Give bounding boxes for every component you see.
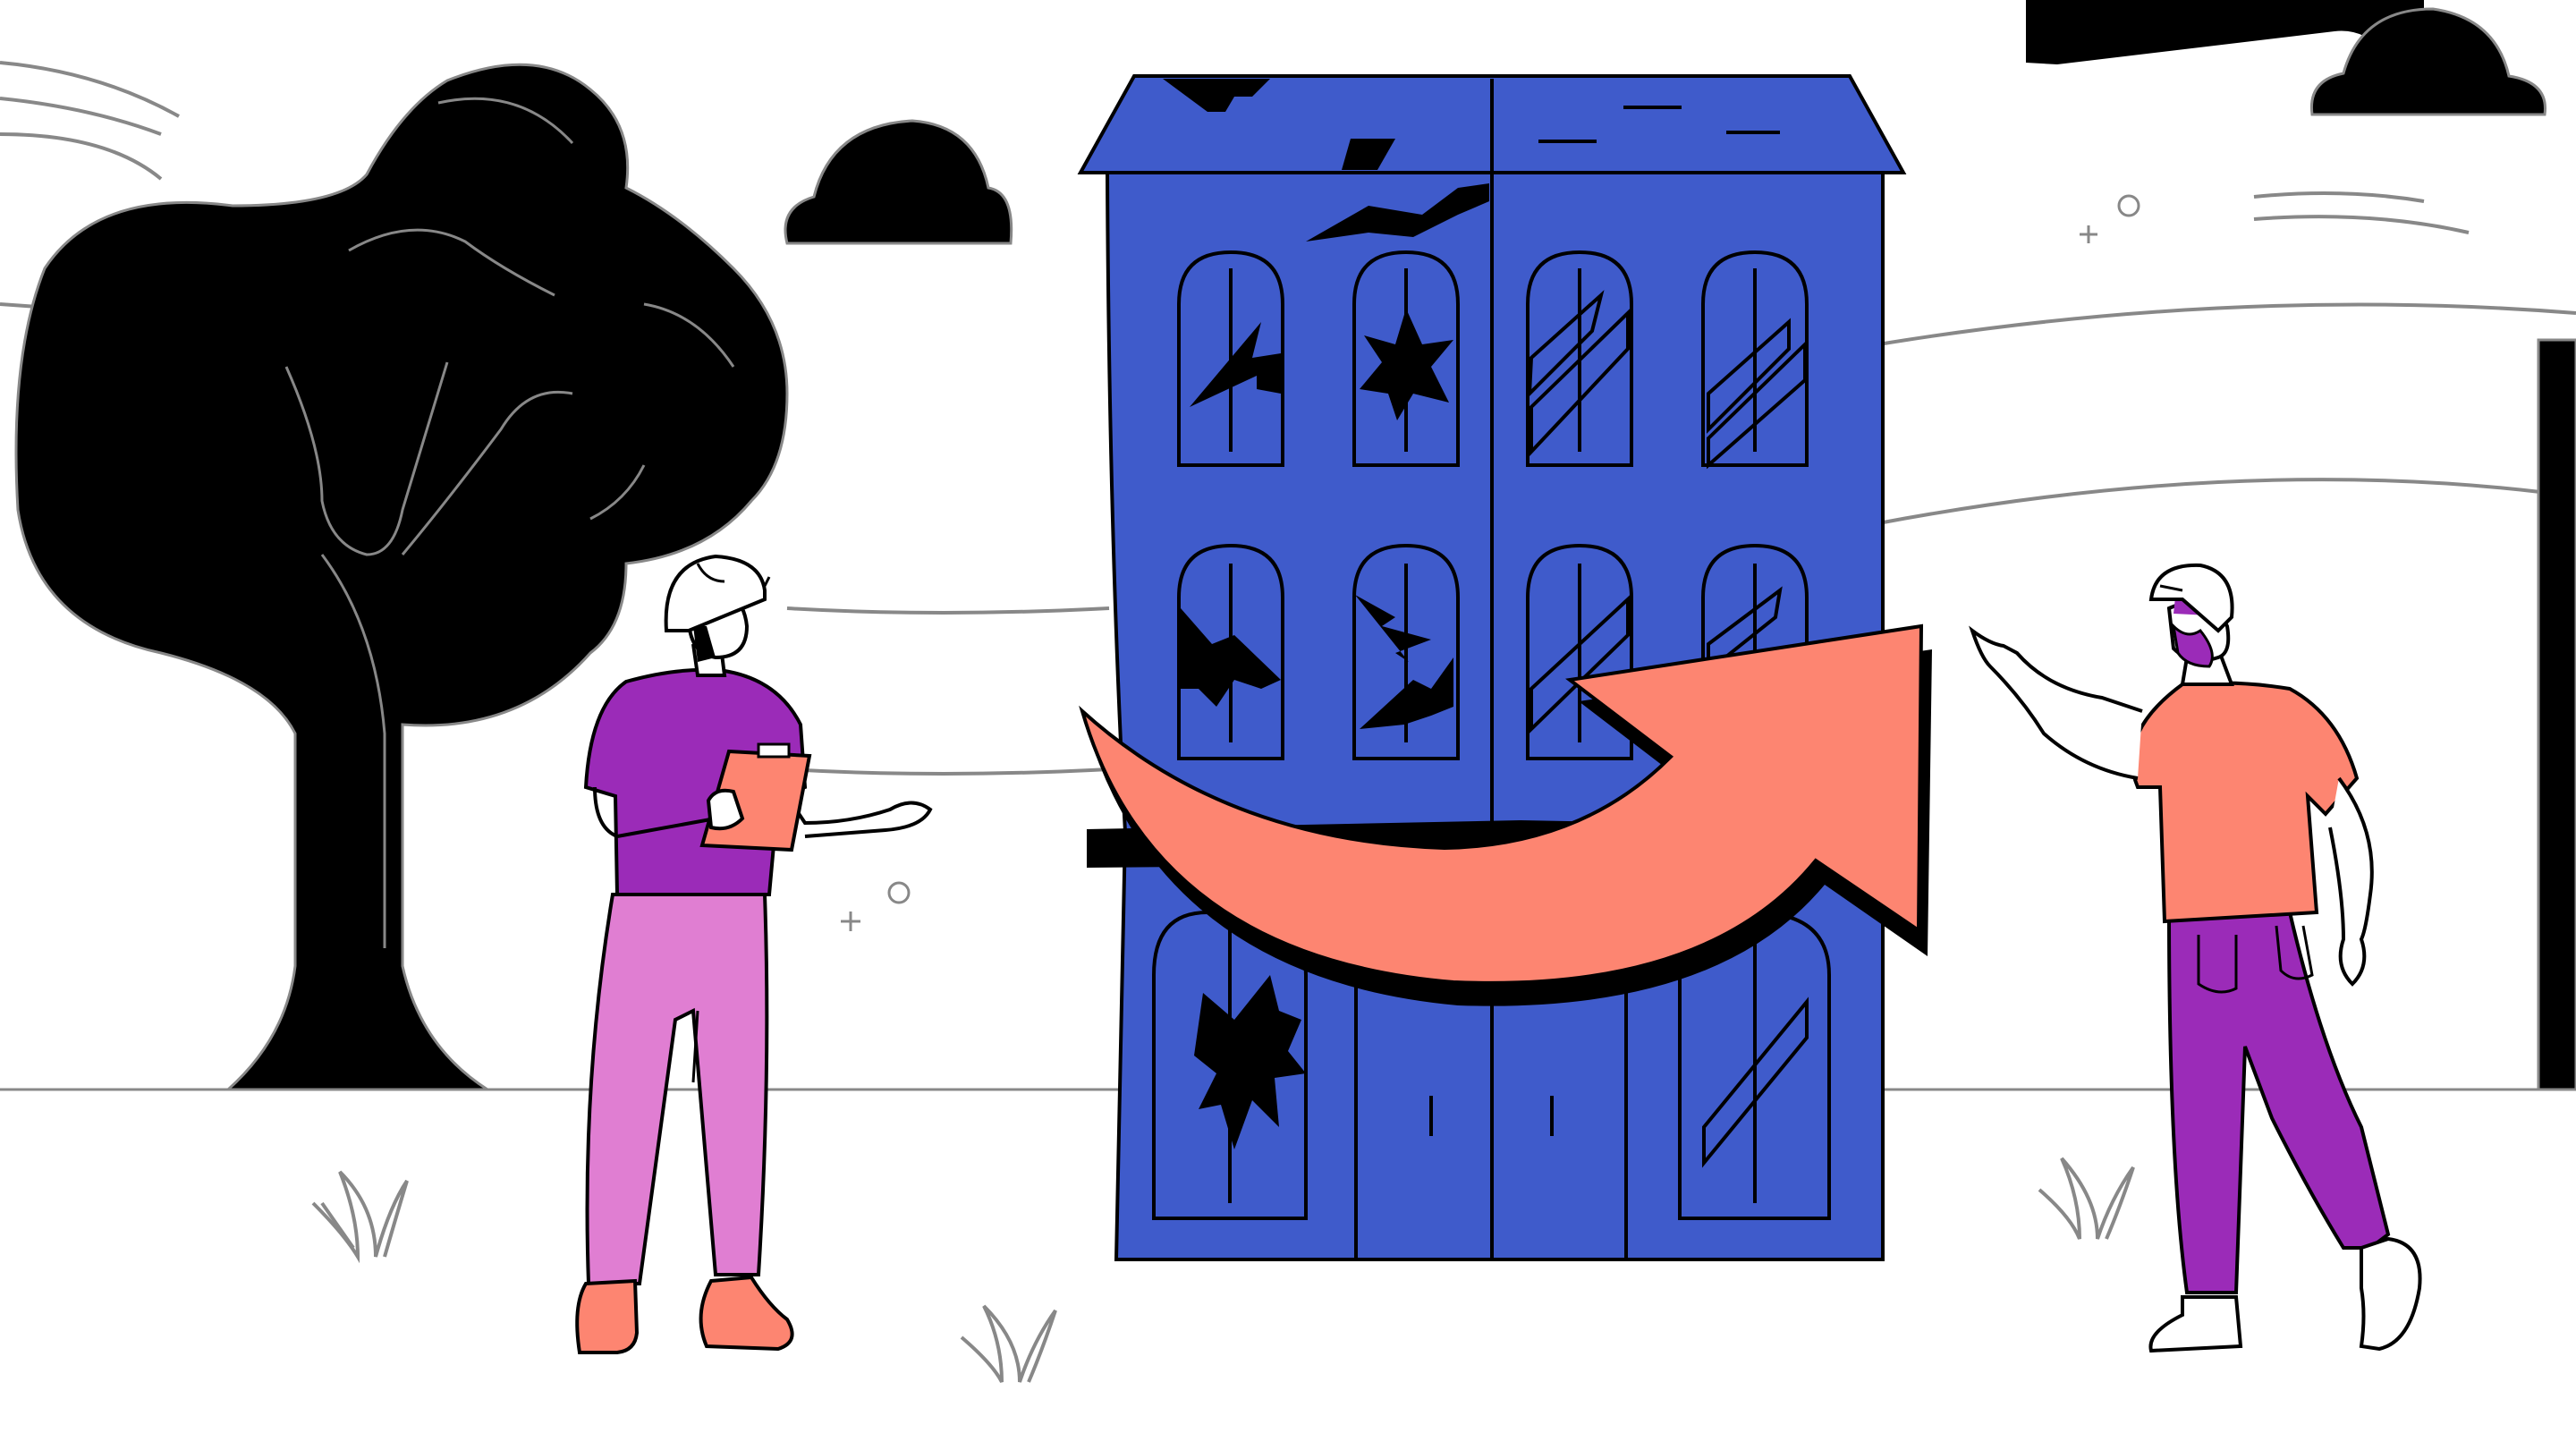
arrow — [1079, 623, 1932, 1006]
grass — [960, 1304, 1057, 1383]
sparkles — [841, 194, 2140, 931]
grass — [311, 1170, 409, 1264]
grass — [2038, 1157, 2135, 1240]
cloud — [784, 119, 1013, 245]
cloud — [2026, 0, 2546, 116]
worker-with-clipboard — [575, 554, 933, 1354]
worker-pointing — [1969, 563, 2422, 1353]
tree — [14, 63, 789, 1091]
post — [2537, 338, 2576, 1091]
